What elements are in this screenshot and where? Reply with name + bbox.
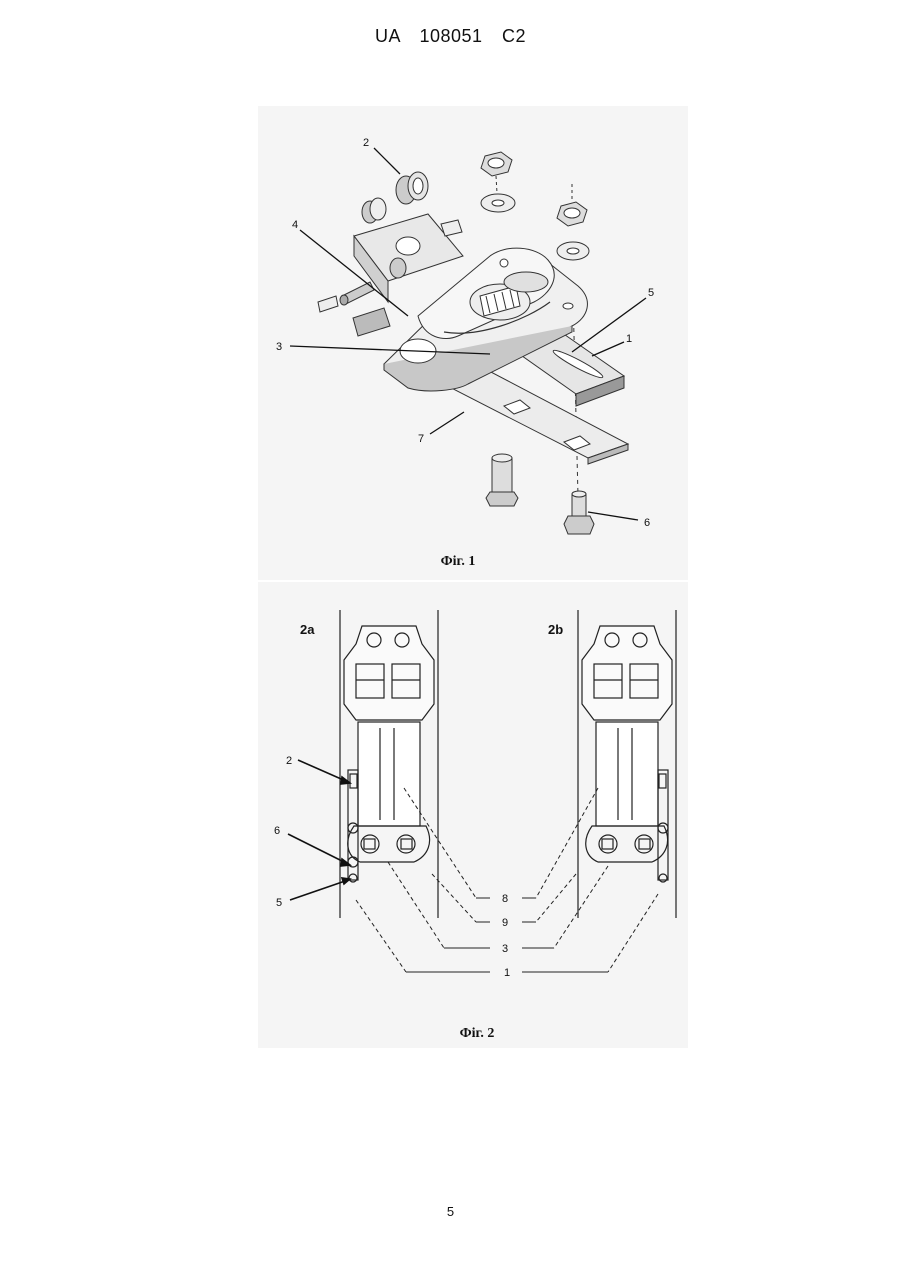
washer-right (557, 242, 589, 260)
fig1-label-2: 2 (363, 137, 369, 149)
nut-top (481, 152, 512, 176)
fig2-label-3: 3 (502, 943, 508, 955)
fig1-label-6: 6 (644, 517, 650, 529)
nut-right (557, 202, 587, 226)
bushing-2 (396, 172, 428, 204)
subfigure-2a-label: 2a (300, 622, 315, 637)
subfigure-2b-label: 2b (548, 622, 563, 637)
fig2-label-6: 6 (274, 825, 280, 837)
fig1-label-7: 7 (418, 433, 424, 445)
fig2-label-8: 8 (502, 893, 508, 905)
bushing-small (362, 198, 386, 223)
figure-1: 2 4 3 5 1 7 6 Фіг. 1 (258, 106, 688, 580)
fig1-label-3: 3 (276, 341, 282, 353)
fig1-label-5: 5 (648, 287, 654, 299)
figure-2-drawing: 2a 2b 2 6 5 8 9 3 1 (258, 582, 688, 1048)
fig1-label-4: 4 (292, 219, 298, 231)
fig2-label-9: 9 (502, 917, 508, 929)
bolt-left (486, 454, 518, 506)
patent-number-header: UA 108051 C2 (0, 26, 901, 47)
fig2-label-2: 2 (286, 755, 292, 767)
washer-top (481, 194, 515, 212)
subfigure-2b-drawing (578, 610, 676, 918)
figure-1-drawing: 2 4 3 5 1 7 6 (258, 106, 688, 580)
fig2-label-5: 5 (276, 897, 282, 909)
fig1-label-1: 1 (626, 333, 632, 345)
fig2-label-1: 1 (504, 967, 510, 979)
subfigure-2a-drawing (340, 610, 438, 918)
figure-2: 2a 2b 2 6 5 8 9 3 1 Фіг. 2 (258, 582, 688, 1048)
page-number: 5 (0, 1204, 901, 1219)
figure-2-caption: Фіг. 2 (417, 1026, 537, 1042)
figure-1-caption: Фіг. 1 (398, 554, 518, 570)
